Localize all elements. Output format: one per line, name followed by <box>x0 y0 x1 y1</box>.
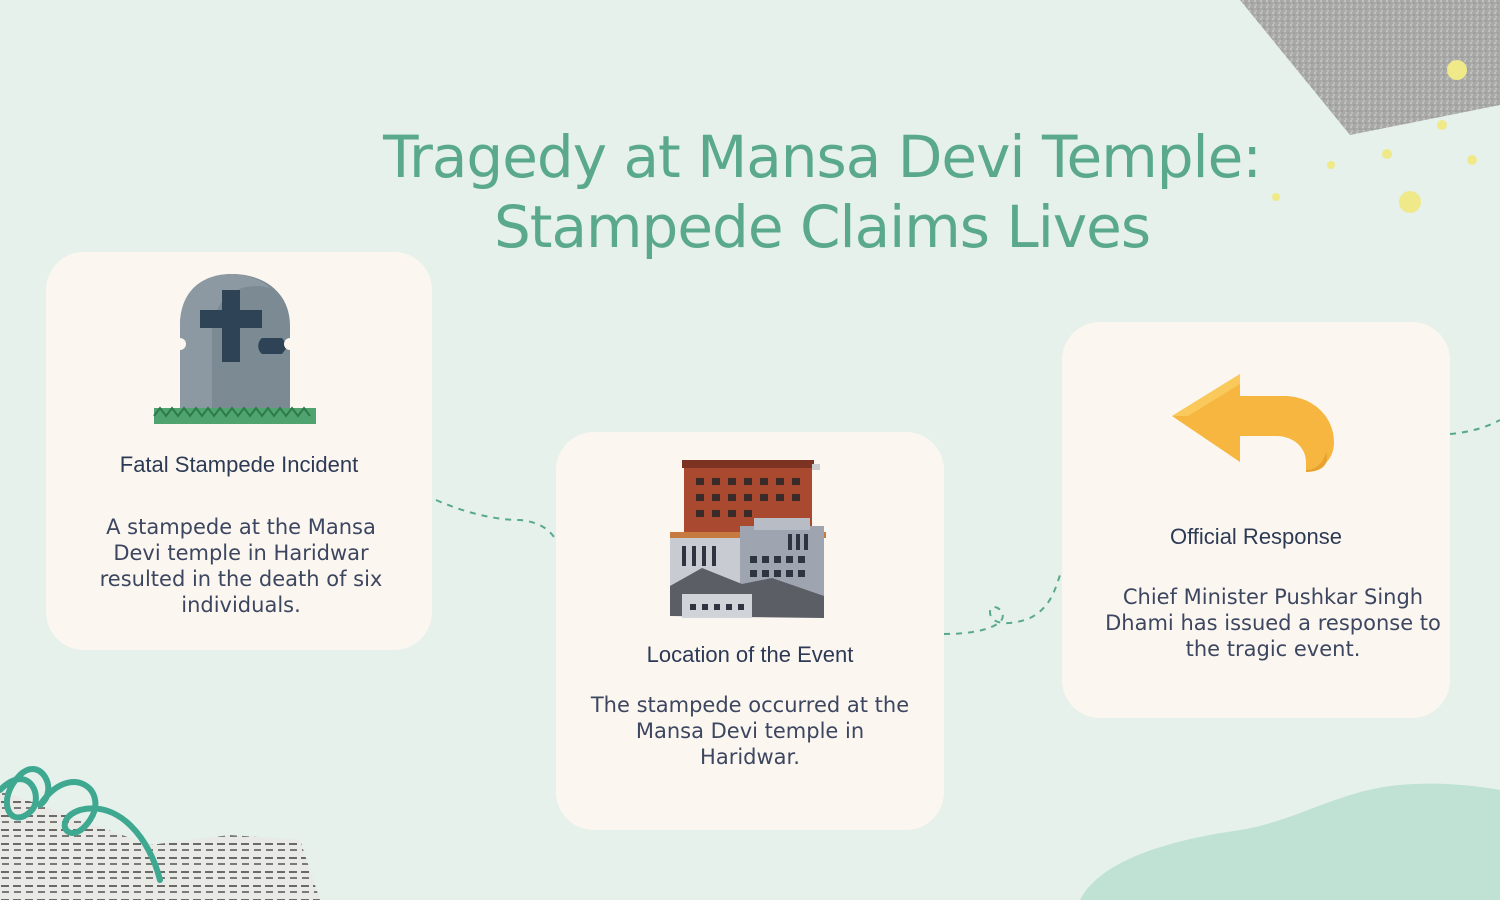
temple-building-icon <box>670 460 826 618</box>
page-title: Tragedy at Mansa Devi Temple: Stampede C… <box>322 122 1322 262</box>
reply-arrow-icon <box>1172 374 1334 472</box>
tombstone-icon <box>153 274 316 424</box>
grey-paper-scrap <box>1240 0 1500 135</box>
card-location: Location of the Event The stampede occur… <box>556 432 944 830</box>
card-body-text: Chief Minister Pushkar Singh Dhami has i… <box>1105 585 1441 661</box>
card-heading: Location of the Event <box>646 642 854 667</box>
title-line-1: Tragedy at Mansa Devi Temple: <box>383 123 1262 191</box>
card-body-text: A stampede at the Mansa Devi temple in H… <box>99 515 383 617</box>
card-body-text: The stampede occurred at the Mansa Devi … <box>590 693 910 769</box>
card-official-response: Official Response Chief Minister Pushkar… <box>1062 322 1450 718</box>
card-heading: Fatal Stampede Incident <box>119 452 359 477</box>
connector-line-3 <box>1449 419 1500 435</box>
card-heading: Official Response <box>1169 524 1342 549</box>
teal-blob-decoration <box>1080 783 1500 900</box>
connector-line-1 <box>435 499 557 541</box>
connector-line-2 <box>943 574 1061 635</box>
yellow-dots-decoration <box>1272 60 1477 213</box>
card-fatal-incident: Fatal Stampede Incident A stampede at th… <box>46 252 432 650</box>
teal-squiggle-decoration <box>0 766 163 883</box>
newspaper-scrap-decoration <box>0 790 320 900</box>
title-line-2: Stampede Claims Lives <box>493 193 1151 261</box>
